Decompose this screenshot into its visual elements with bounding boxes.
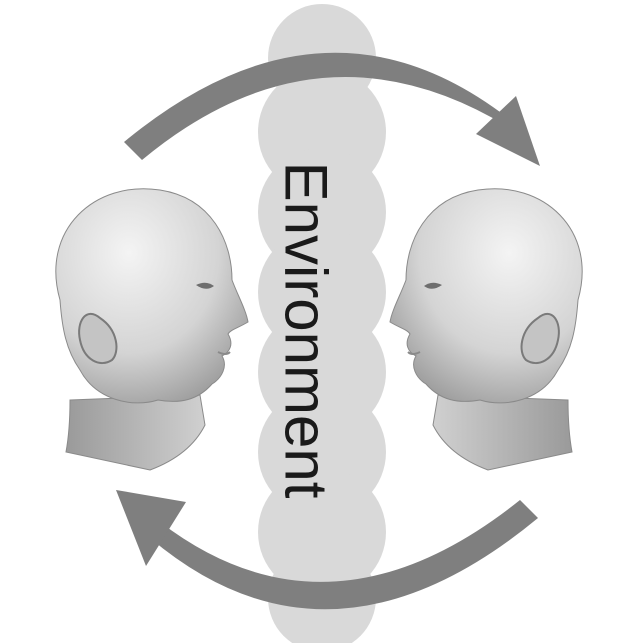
environment-label: Environment: [273, 162, 340, 499]
left-head: [56, 189, 248, 470]
left-neck: [66, 395, 205, 470]
right-neck: [433, 395, 572, 470]
left-skull: [56, 189, 248, 403]
right-head: [390, 189, 582, 470]
right-skull: [390, 189, 582, 403]
